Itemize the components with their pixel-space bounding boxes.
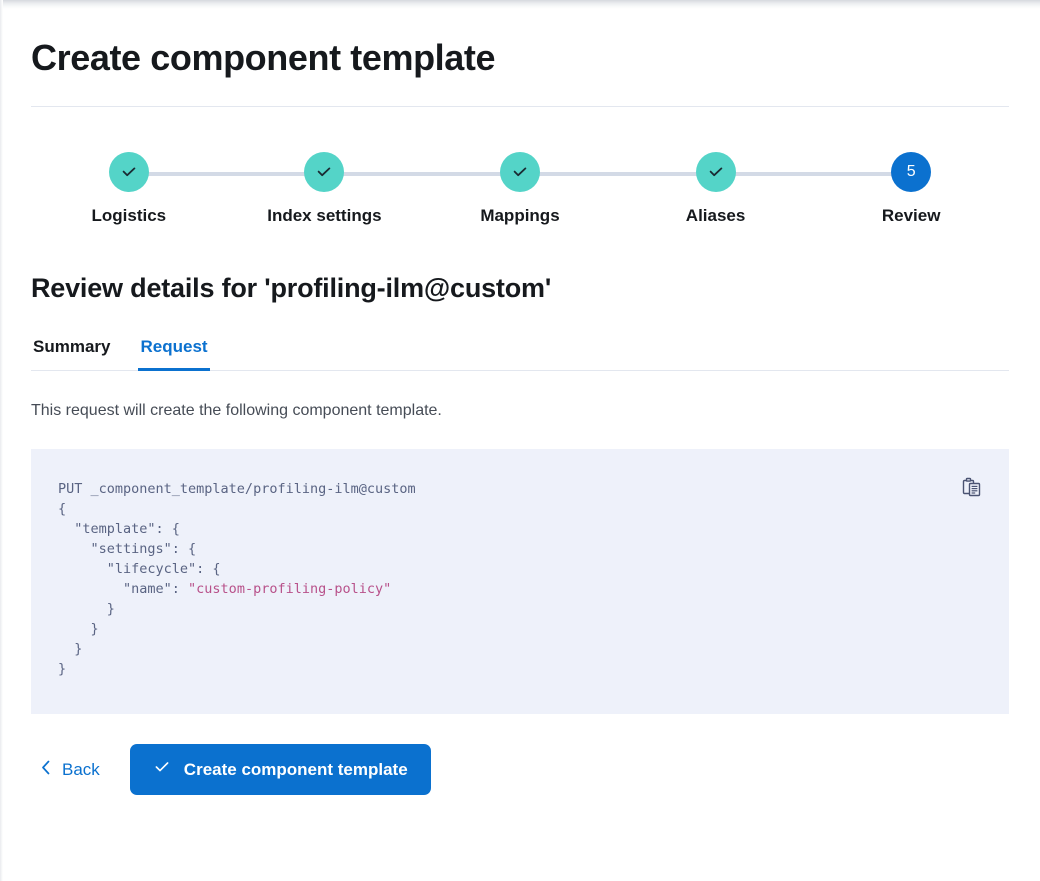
request-code-text: PUT _component_template/profiling-ilm@cu… [31,479,1009,679]
code-string-value: "custom-profiling-policy" [188,581,392,597]
chevron-left-icon [39,759,53,781]
step-item-index-settings[interactable]: Index settings [227,152,520,226]
create-component-template-page: Create component template Logistics [31,0,1009,795]
step-label: Mappings [480,206,560,225]
step-status-done [499,152,540,192]
header-divider [31,106,1009,107]
check-icon [511,163,529,181]
request-code-block: PUT _component_template/profiling-ilm@cu… [31,449,1009,714]
step-number: 5 [906,163,916,180]
create-component-template-button-label: Create component template [183,759,408,779]
step-label: Review [881,206,941,225]
step-label: Aliases [685,206,746,225]
step-connector [715,172,912,176]
back-button[interactable]: Back [31,753,108,787]
check-icon [315,163,333,181]
code-body-before: { "template": { "settings": { "lifecycle… [58,501,221,597]
review-tabs: Summary Request [31,337,1009,371]
step-connector [519,172,716,176]
step-connector [324,172,520,176]
request-description: This request will create the following c… [31,402,442,419]
step-label: Logistics [91,206,167,225]
create-component-template-button[interactable]: Create component template [129,744,431,795]
step-status-done [108,152,149,192]
code-request-line: PUT _component_template/profiling-ilm@cu… [58,481,416,497]
step-item-logistics[interactable]: Logistics [31,152,325,226]
step-label: Index settings [267,206,382,225]
step-item-mappings[interactable]: Mappings [422,152,716,226]
code-body-after: } } } } [58,601,115,677]
step-status-done [304,152,345,192]
wizard-footer: Back Create component template [31,744,1009,795]
check-icon [153,758,171,781]
tab-request[interactable]: Request [138,337,210,371]
step-item-review[interactable]: 5 Review [813,152,1009,226]
step-status-current: 5 [891,152,932,192]
back-button-label: Back [62,759,100,779]
page-content: Create component template Logistics [31,0,1009,795]
tab-summary[interactable]: Summary [31,337,112,371]
step-status-done [695,152,736,192]
step-connector [128,172,325,176]
step-indicator: Logistics Index settings [31,152,1009,226]
review-heading: Review details for 'profiling-ilm@custom… [31,273,552,303]
check-icon [707,163,725,181]
check-icon [120,163,138,181]
copy-to-clipboard-button[interactable] [957,473,987,503]
page-title: Create component template [31,37,496,78]
step-item-aliases[interactable]: Aliases [618,152,912,226]
copy-clipboard-icon [961,476,983,501]
